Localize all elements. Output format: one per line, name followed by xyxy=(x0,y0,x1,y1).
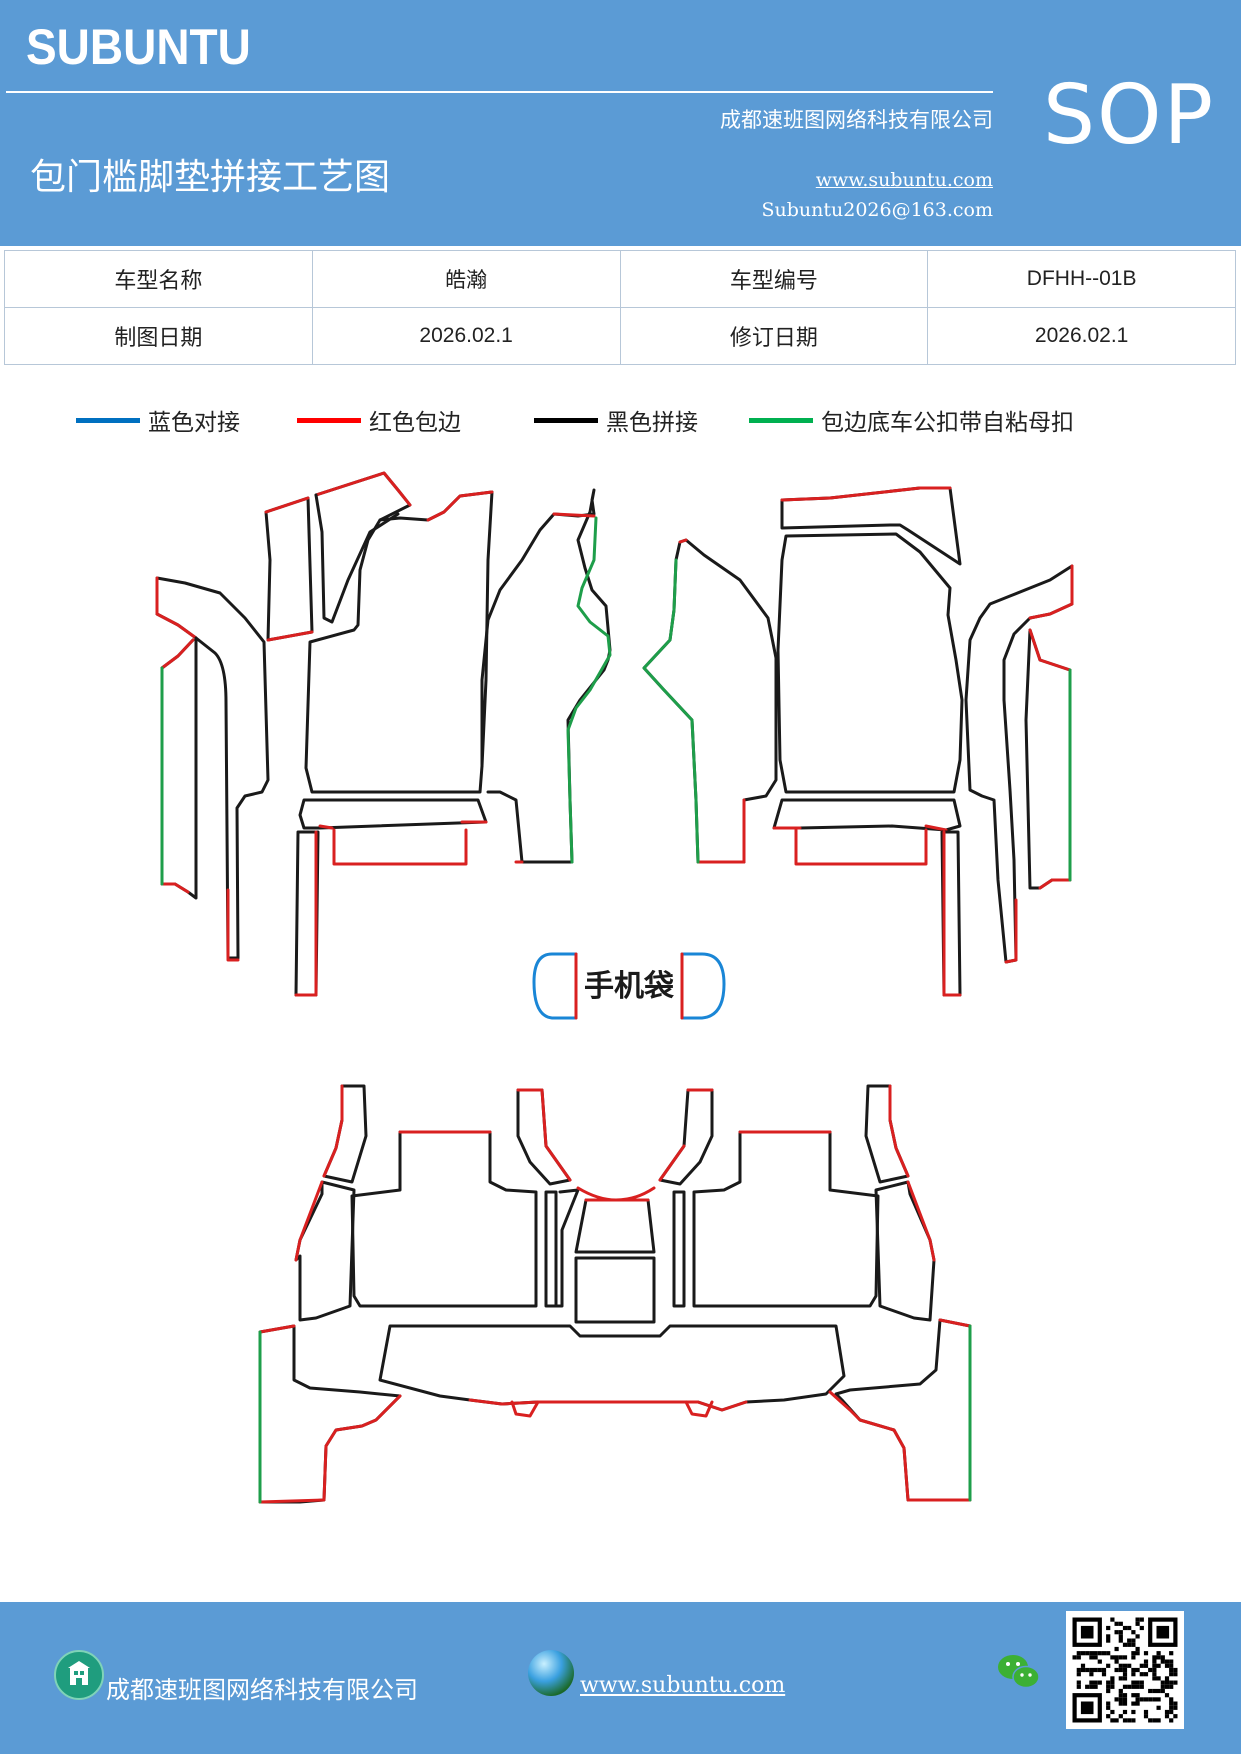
rear-center-console xyxy=(574,1198,656,1254)
legend-label: 包边底车公扣带自粘母扣 xyxy=(821,410,1074,436)
rear-right-outer-strip-red xyxy=(888,1084,910,1178)
wechat-icon[interactable] xyxy=(996,1652,1042,1692)
header-banner xyxy=(0,0,1241,246)
rear-bench-red xyxy=(468,1398,748,1412)
rear-left-wing xyxy=(258,1324,402,1504)
legend-green: 包边底车公扣带自粘母扣 xyxy=(749,402,1074,438)
front-right-footrest-green xyxy=(642,558,700,864)
footer-company: 成都速班图网络科技有限公司 xyxy=(106,1676,418,1704)
front-right-main-mat xyxy=(776,532,964,794)
rear-right-mat xyxy=(692,1130,880,1308)
front-left-upper-strip xyxy=(264,496,314,642)
revise-date-value: 2026.02.1 xyxy=(927,307,1236,365)
sop-badge: SOP xyxy=(1043,68,1216,163)
legend-red: 红色包边 xyxy=(297,402,461,438)
rear-left-side-panel-red xyxy=(294,1180,324,1262)
rear-left-mat xyxy=(350,1130,538,1308)
qr-code-graphic xyxy=(1072,1617,1178,1723)
front-right-door-panel-red xyxy=(1004,564,1074,964)
phone-pocket-left-blue xyxy=(532,952,578,1020)
rear-bench-right-notch xyxy=(684,1400,714,1418)
front-left-main-mat xyxy=(304,471,494,794)
qr-code xyxy=(1066,1611,1184,1729)
rear-center-left-strip xyxy=(550,1188,580,1308)
front-right-footrest-mat xyxy=(642,538,778,864)
front-left-lower-block xyxy=(332,828,468,866)
front-right-sill-red xyxy=(1028,628,1072,890)
rear-center-box xyxy=(574,1256,656,1324)
header-company: 成都速班图网络科技有限公司 xyxy=(720,108,993,132)
front-left-lower-strip-red xyxy=(294,830,318,997)
front-left-door-panel-outline xyxy=(155,576,270,960)
rear-right-wing-red xyxy=(828,1318,972,1502)
vehicle-info-table: 车型名称 皓瀚 车型编号 DFHH--01B 制图日期 2026.02.1 修订… xyxy=(4,250,1236,365)
rear-bench-mat xyxy=(378,1324,846,1412)
rear-right-center-strip-red xyxy=(658,1088,714,1182)
legend-blue: 蓝色对接 xyxy=(76,402,240,438)
legend-swatch-black xyxy=(534,417,598,423)
legend-label: 蓝色对接 xyxy=(148,410,240,436)
rear-left-wing-red xyxy=(258,1324,402,1504)
front-left-heel-pad-red xyxy=(318,820,488,830)
front-left-inner-flap xyxy=(314,493,400,624)
rear-right-wing xyxy=(834,1318,972,1502)
rear-right-side-panel xyxy=(874,1180,936,1322)
floor-mat-splice-diagram: 手机袋 xyxy=(155,471,1074,1504)
front-right-lower-block xyxy=(794,828,928,866)
model-code-value: DFHH--01B xyxy=(927,250,1236,308)
rear-left-inner-strip xyxy=(544,1190,558,1308)
legend-swatch-blue xyxy=(76,417,140,423)
model-code-label: 车型编号 xyxy=(619,250,929,308)
rear-right-outer-strip xyxy=(864,1084,910,1184)
front-left-sill-strip xyxy=(160,636,198,900)
table-row: 车型名称 皓瀚 车型编号 DFHH--01B xyxy=(4,250,1236,308)
model-name-value: 皓瀚 xyxy=(311,250,621,308)
legend-black: 黑色拼接 xyxy=(534,402,698,438)
front-right-top-flap-red xyxy=(780,486,952,502)
header-website-link[interactable]: www.subuntu.com xyxy=(815,169,993,191)
phone-pocket-label: 手机袋 xyxy=(584,969,674,1004)
legend-label: 红色包边 xyxy=(369,410,461,436)
front-left-small-strip xyxy=(226,888,240,962)
front-left-footrest-mat xyxy=(480,488,612,864)
rear-left-outer-strip xyxy=(322,1084,368,1184)
front-left-door-panel-red-edge xyxy=(155,576,198,640)
front-left-main-mat-red xyxy=(314,471,494,522)
draw-date-value: 2026.02.1 xyxy=(311,307,621,365)
brand-logo: SUBUNTU xyxy=(26,19,251,75)
header-email: Subuntu2026@163.com xyxy=(761,199,993,221)
phone-pocket-right-blue xyxy=(680,952,726,1020)
legend-swatch-red xyxy=(297,417,361,423)
page-title: 包门槛脚垫拼接工艺图 xyxy=(30,157,391,198)
front-right-heel-pad xyxy=(772,798,962,832)
globe-icon xyxy=(528,1650,574,1696)
legend-swatch-green xyxy=(749,417,813,423)
draw-date-label: 制图日期 xyxy=(4,307,313,365)
front-left-footrest-green xyxy=(566,516,612,864)
footer-website-link[interactable]: www.subuntu.com xyxy=(580,1673,786,1698)
rear-bench-left-notch xyxy=(510,1400,540,1418)
model-name-label: 车型名称 xyxy=(4,250,313,308)
rear-left-outer-strip-red xyxy=(322,1084,344,1178)
front-right-lower-strip-red xyxy=(942,830,962,997)
legend-label: 黑色拼接 xyxy=(606,410,698,436)
header-divider xyxy=(6,91,993,93)
rear-right-side-panel-red xyxy=(906,1180,936,1262)
front-left-sill-red xyxy=(160,638,195,894)
rear-center-arch-red xyxy=(576,1186,656,1202)
building-icon xyxy=(54,1650,104,1700)
revise-date-label: 修订日期 xyxy=(619,307,929,365)
front-left-heel-pad xyxy=(298,798,488,830)
front-right-heel-pad-red xyxy=(772,824,948,832)
rear-left-side-panel xyxy=(294,1180,356,1322)
front-right-door-panel-outline xyxy=(964,564,1074,964)
front-right-footrest-red xyxy=(678,538,746,864)
front-left-upper-strip-red xyxy=(264,496,314,642)
table-row: 制图日期 2026.02.1 修订日期 2026.02.1 xyxy=(4,307,1236,365)
rear-left-center-strip-red xyxy=(516,1088,572,1182)
rear-right-inner-strip xyxy=(672,1190,686,1308)
front-left-footrest-red xyxy=(514,512,596,864)
